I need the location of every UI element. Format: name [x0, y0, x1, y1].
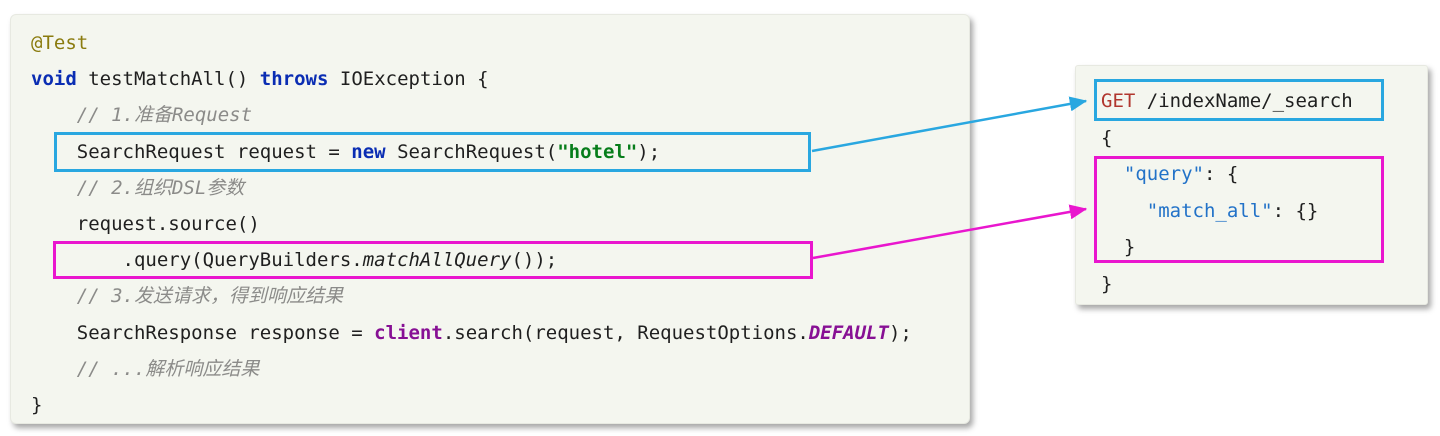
code-token-comment: // 1.准备Request — [76, 104, 253, 127]
code-line: // 3.发送请求，得到响应结果 — [31, 278, 969, 314]
code-line: // 1.准备Request — [31, 97, 969, 133]
code-token: .query(QueryBuilders. — [31, 249, 363, 272]
dsl-code-block: GET /indexName/_search { "query": { "matc… — [1076, 66, 1427, 304]
code-line: request.source() — [31, 206, 969, 242]
code-token-http-method: GET — [1101, 90, 1136, 112]
code-token: request.source() — [31, 213, 260, 236]
code-token-keyword: new — [351, 140, 386, 163]
code-token: ); — [637, 140, 661, 163]
code-line: } — [1101, 229, 1427, 266]
code-token: testMatchAll() — [76, 68, 260, 91]
code-token-constant: DEFAULT — [808, 321, 889, 344]
java-code-block: @Test void testMatchAll() throws IOExcept… — [11, 15, 969, 423]
code-token-comment: // ...解析响应结果 — [76, 357, 260, 380]
code-token — [31, 104, 77, 126]
code-line: GET /indexName/_search — [1101, 83, 1427, 120]
code-token-annotation: @Test — [31, 32, 89, 54]
code-line: SearchResponse response = client.search(… — [31, 315, 969, 351]
code-token-json-key: "match_all" — [1146, 199, 1273, 222]
code-token — [1101, 200, 1147, 222]
code-token: ()); — [511, 249, 558, 272]
code-token: .search(request, RequestOptions. — [442, 321, 809, 344]
code-line: { — [1101, 120, 1427, 157]
dsl-code-panel: GET /indexName/_search { "query": { "matc… — [1075, 65, 1428, 305]
code-token: } — [1101, 236, 1136, 258]
code-token-keyword: throws — [259, 68, 329, 91]
java-code-panel: @Test void testMatchAll() throws IOExcept… — [10, 14, 970, 424]
code-line: SearchRequest request = new SearchReques… — [31, 134, 969, 170]
code-token: IOException { — [328, 68, 489, 91]
code-line: void testMatchAll() throws IOException { — [31, 61, 969, 97]
code-token: : { — [1203, 163, 1239, 185]
code-token — [1101, 163, 1124, 185]
code-token: SearchResponse response = — [31, 321, 375, 344]
code-line: "query": { — [1101, 156, 1427, 193]
code-token — [31, 285, 77, 307]
code-token: /indexName/_search — [1135, 90, 1353, 112]
code-token-keyword: void — [31, 68, 77, 91]
code-token-json-key: "query" — [1123, 163, 1204, 185]
code-token: { — [1101, 126, 1113, 149]
code-line: @Test — [31, 25, 969, 61]
code-token: : {} — [1272, 199, 1319, 222]
code-token: } — [1101, 272, 1113, 295]
code-token-field: client — [374, 321, 443, 344]
code-token-comment: // 2.组织DSL参数 — [76, 176, 245, 199]
code-token: } — [31, 394, 43, 417]
code-token-string: "hotel" — [557, 140, 638, 163]
code-line: } — [31, 387, 969, 423]
code-token — [31, 177, 77, 199]
code-line: "match_all": {} — [1101, 193, 1427, 230]
code-token-comment: // 3.发送请求，得到响应结果 — [76, 285, 343, 308]
code-token: SearchRequest request = — [31, 140, 352, 163]
code-token-static-method: matchAllQuery — [362, 249, 512, 272]
code-line: } — [1101, 266, 1427, 303]
code-line: .query(QueryBuilders.matchAllQuery()); — [31, 242, 969, 278]
code-token — [31, 358, 77, 380]
code-line: // ...解析响应结果 — [31, 351, 969, 387]
code-token: SearchRequest( — [385, 140, 558, 163]
code-token: ); — [888, 321, 912, 344]
code-line: // 2.组织DSL参数 — [31, 170, 969, 206]
